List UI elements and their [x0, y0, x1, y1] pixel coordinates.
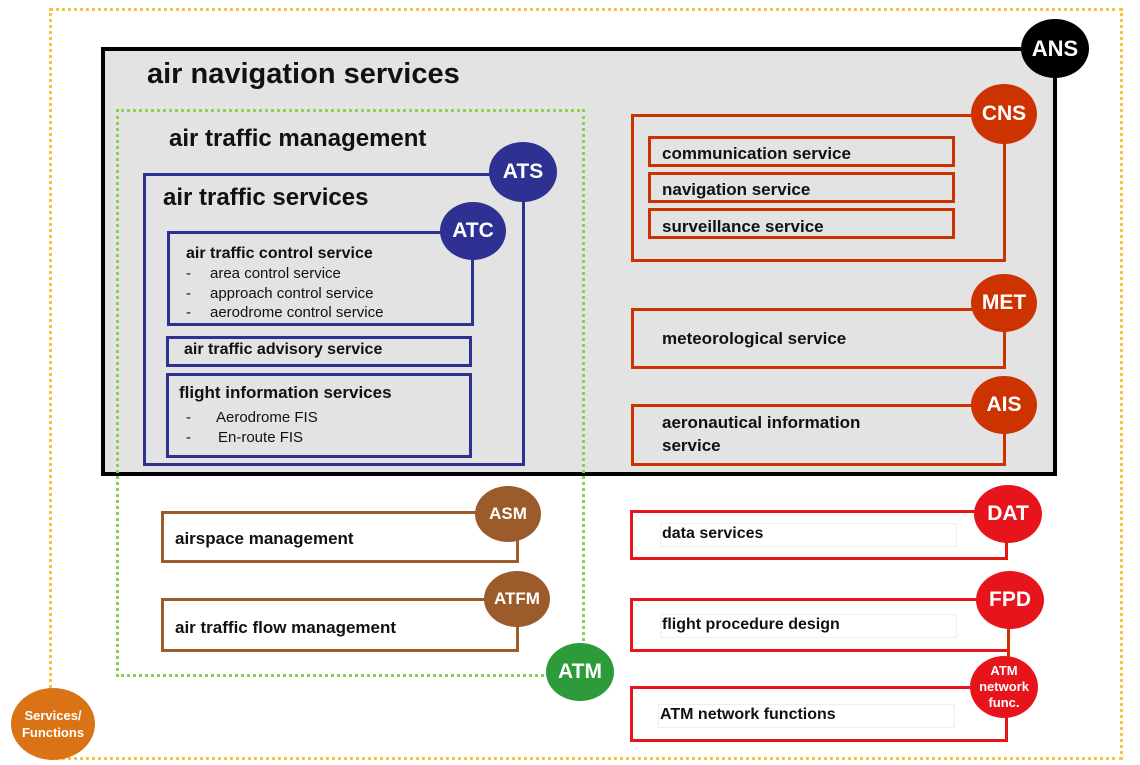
ats-badge: ATS — [489, 142, 557, 202]
atc-badge: ATC — [440, 202, 506, 260]
cns-badge: CNS — [971, 84, 1037, 144]
fis-box — [166, 373, 472, 458]
ans-title: air navigation services — [147, 58, 460, 90]
ais-box — [631, 404, 1006, 466]
communication-service-label: communication service — [662, 144, 851, 163]
navigation-service-box — [648, 172, 955, 203]
services-functions-frame — [49, 8, 1123, 760]
atm-title: air traffic management — [169, 125, 427, 152]
ais-title-line1: aeronautical information — [662, 413, 861, 432]
ats-box — [143, 173, 525, 466]
atm-network-title: ATM network functions — [660, 706, 836, 723]
dat-title: data services — [662, 525, 764, 542]
fpd-badge: FPD — [976, 571, 1044, 629]
fpd-inner-box — [660, 614, 957, 638]
ats-title: air traffic services — [163, 184, 369, 211]
asm-title: airspace management — [175, 529, 354, 548]
atc-item: -aerodrome control service — [186, 304, 384, 321]
ans-badge: ANS — [1021, 19, 1089, 78]
services-functions-badge: Services/ Functions — [11, 688, 95, 760]
atc-item: -area control service — [186, 265, 341, 282]
dat-inner-box — [660, 523, 957, 547]
atfm-title: air traffic flow management — [175, 618, 397, 637]
fis-item: -En-route FIS — [186, 429, 304, 446]
atm-network-inner-box — [658, 704, 955, 728]
met-title: meteorological service — [662, 329, 847, 348]
fpd-connector-line — [1007, 628, 1010, 658]
cns-box — [631, 114, 1006, 262]
ais-badge: AIS — [971, 376, 1037, 434]
fpd-title: flight procedure design — [662, 616, 840, 633]
advisory-title: air traffic advisory service — [184, 341, 383, 358]
dat-badge: DAT — [974, 485, 1042, 543]
atm-badge: ATM — [546, 643, 614, 701]
navigation-service-label: navigation service — [662, 180, 811, 199]
ais-title-line2: service — [662, 436, 721, 455]
atm-frame — [116, 109, 585, 677]
communication-service-box — [648, 136, 955, 167]
fis-title: flight information services — [179, 383, 392, 402]
fis-item: -Aerodrome FIS — [186, 409, 318, 426]
atc-box — [167, 231, 474, 326]
met-box — [631, 308, 1006, 369]
atc-title: air traffic control service — [186, 245, 373, 262]
advisory-box — [166, 336, 472, 367]
met-badge: MET — [971, 274, 1037, 332]
asm-badge: ASM — [475, 486, 541, 542]
surveillance-service-label: surveillance service — [662, 217, 824, 236]
atc-item: -approach control service — [186, 285, 374, 302]
atfm-badge: ATFM — [484, 571, 550, 627]
surveillance-service-box — [648, 208, 955, 239]
atm-network-badge: ATM network func. — [970, 656, 1038, 718]
